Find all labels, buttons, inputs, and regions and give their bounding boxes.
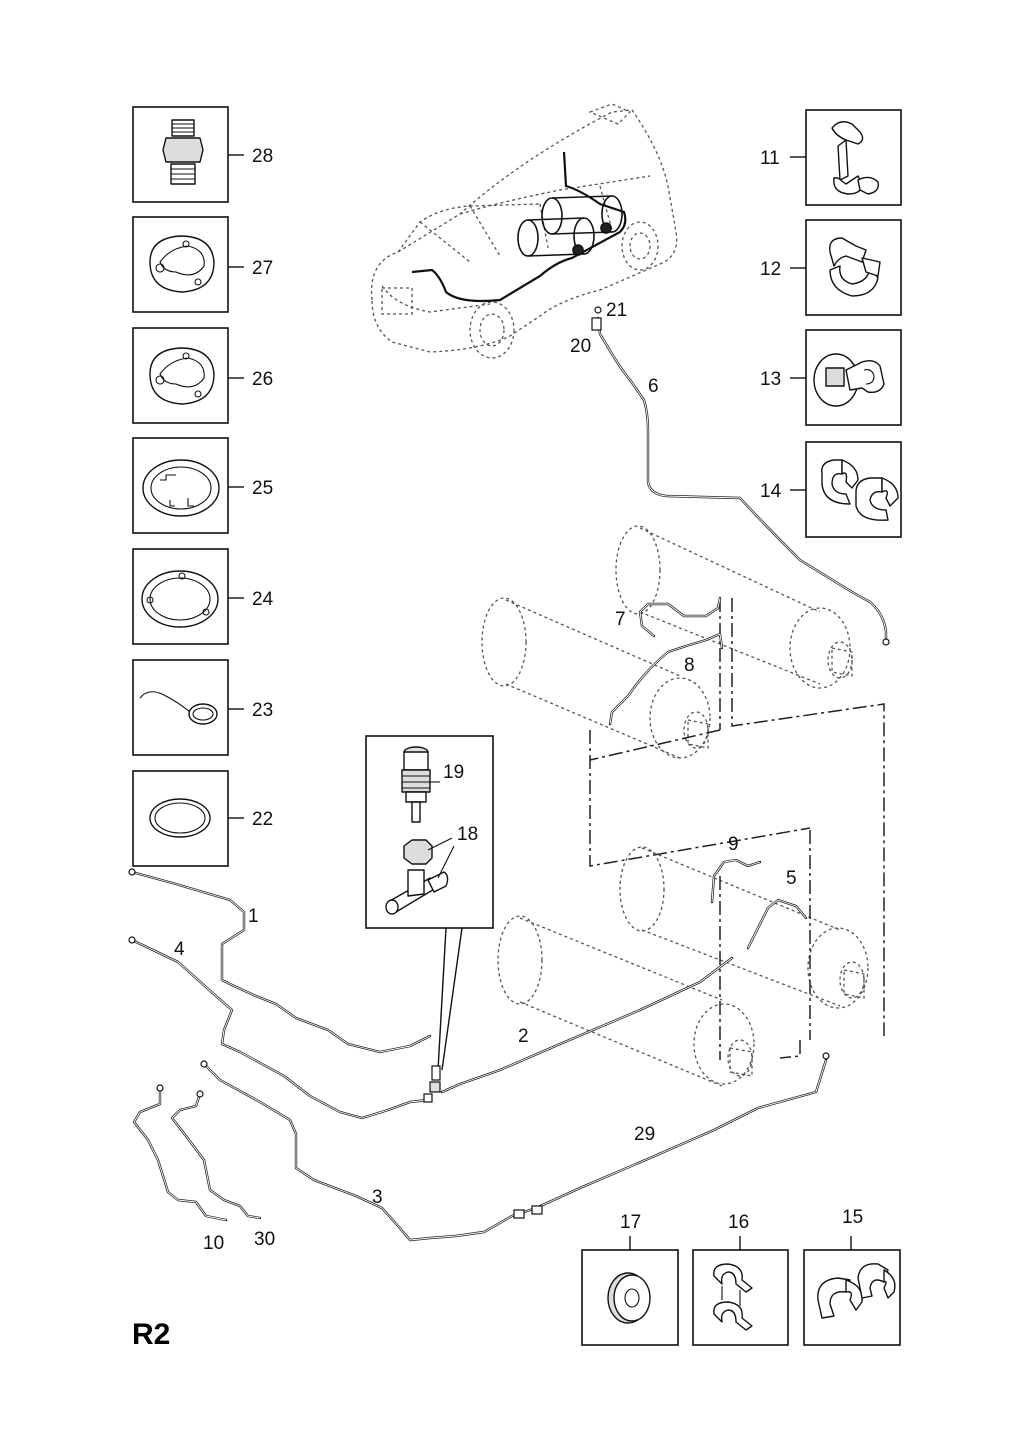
part-13-box [805,329,902,426]
upper-tank-group [481,525,853,759]
twin-clip-icon [821,459,899,521]
part-17-box [581,1249,679,1346]
callout-18: 18 [457,824,478,845]
callout-26: 26 [252,369,273,390]
callout-29: 29 [634,1124,655,1145]
o-ring-icon [149,798,211,838]
push-clip-icon [813,353,885,407]
seal-ring-icon [141,570,219,628]
callout-14: 14 [760,481,782,502]
callout-15: 15 [842,1207,863,1228]
washer-icon [607,1272,651,1324]
gasket-plate-icon [149,235,215,293]
callout-3: 3 [372,1187,383,1208]
callout-11: 11 [760,148,780,169]
fittings-box: 19 18 [365,735,494,929]
double-clip-icon [817,1263,896,1319]
callout-7: 7 [615,609,626,630]
vehicle-overview [370,103,678,359]
part-16-box [692,1249,789,1346]
part-22-box [132,770,229,867]
callout-24: 24 [252,589,274,610]
callout-20: 20 [570,336,591,357]
callout-19: 19 [443,762,464,783]
callout-6: 6 [648,376,659,397]
tee-connector-icon [385,837,455,915]
part-27-box [132,216,229,313]
valve-fitting-icon [401,746,440,823]
callout-22: 22 [252,809,273,830]
callout-16: 16 [728,1212,749,1233]
callout-17: 17 [620,1212,641,1233]
part-28-box [132,106,229,203]
part-24-box [132,548,229,645]
mounting-ring-icon [142,459,220,517]
callout-28: 28 [252,146,273,167]
part-15-box [803,1249,901,1346]
callout-25: 25 [252,478,273,499]
callout-2: 2 [518,1026,529,1047]
part-11-box [805,109,902,206]
callout-23: 23 [252,700,273,721]
part-14-box [805,441,902,538]
callout-27: 27 [252,258,273,279]
part-26-box [132,327,229,424]
part-23-box [132,659,229,756]
callout-8: 8 [684,655,695,676]
double-clip-icon [831,121,879,195]
callout-5: 5 [786,868,797,889]
part-25-box [132,437,229,534]
callout-12: 12 [760,259,781,280]
callout-9: 9 [728,834,739,855]
threaded-union-icon [162,119,204,185]
pipe-lines [128,306,890,1242]
callout-1: 1 [248,906,259,927]
lower-tank-group [497,846,869,1087]
callout-4: 4 [174,939,185,960]
callout-10: 10 [203,1233,224,1254]
wire-ring-icon [139,691,218,725]
pipe-clip-icon [829,237,881,297]
callout-21: 21 [606,300,627,321]
callout-30: 30 [254,1229,275,1250]
page-label: R2 [132,1318,171,1351]
gasket-plate-icon [149,347,215,405]
stacked-clip-icon [713,1263,753,1331]
callout-13: 13 [760,369,781,390]
part-12-box [805,219,902,316]
